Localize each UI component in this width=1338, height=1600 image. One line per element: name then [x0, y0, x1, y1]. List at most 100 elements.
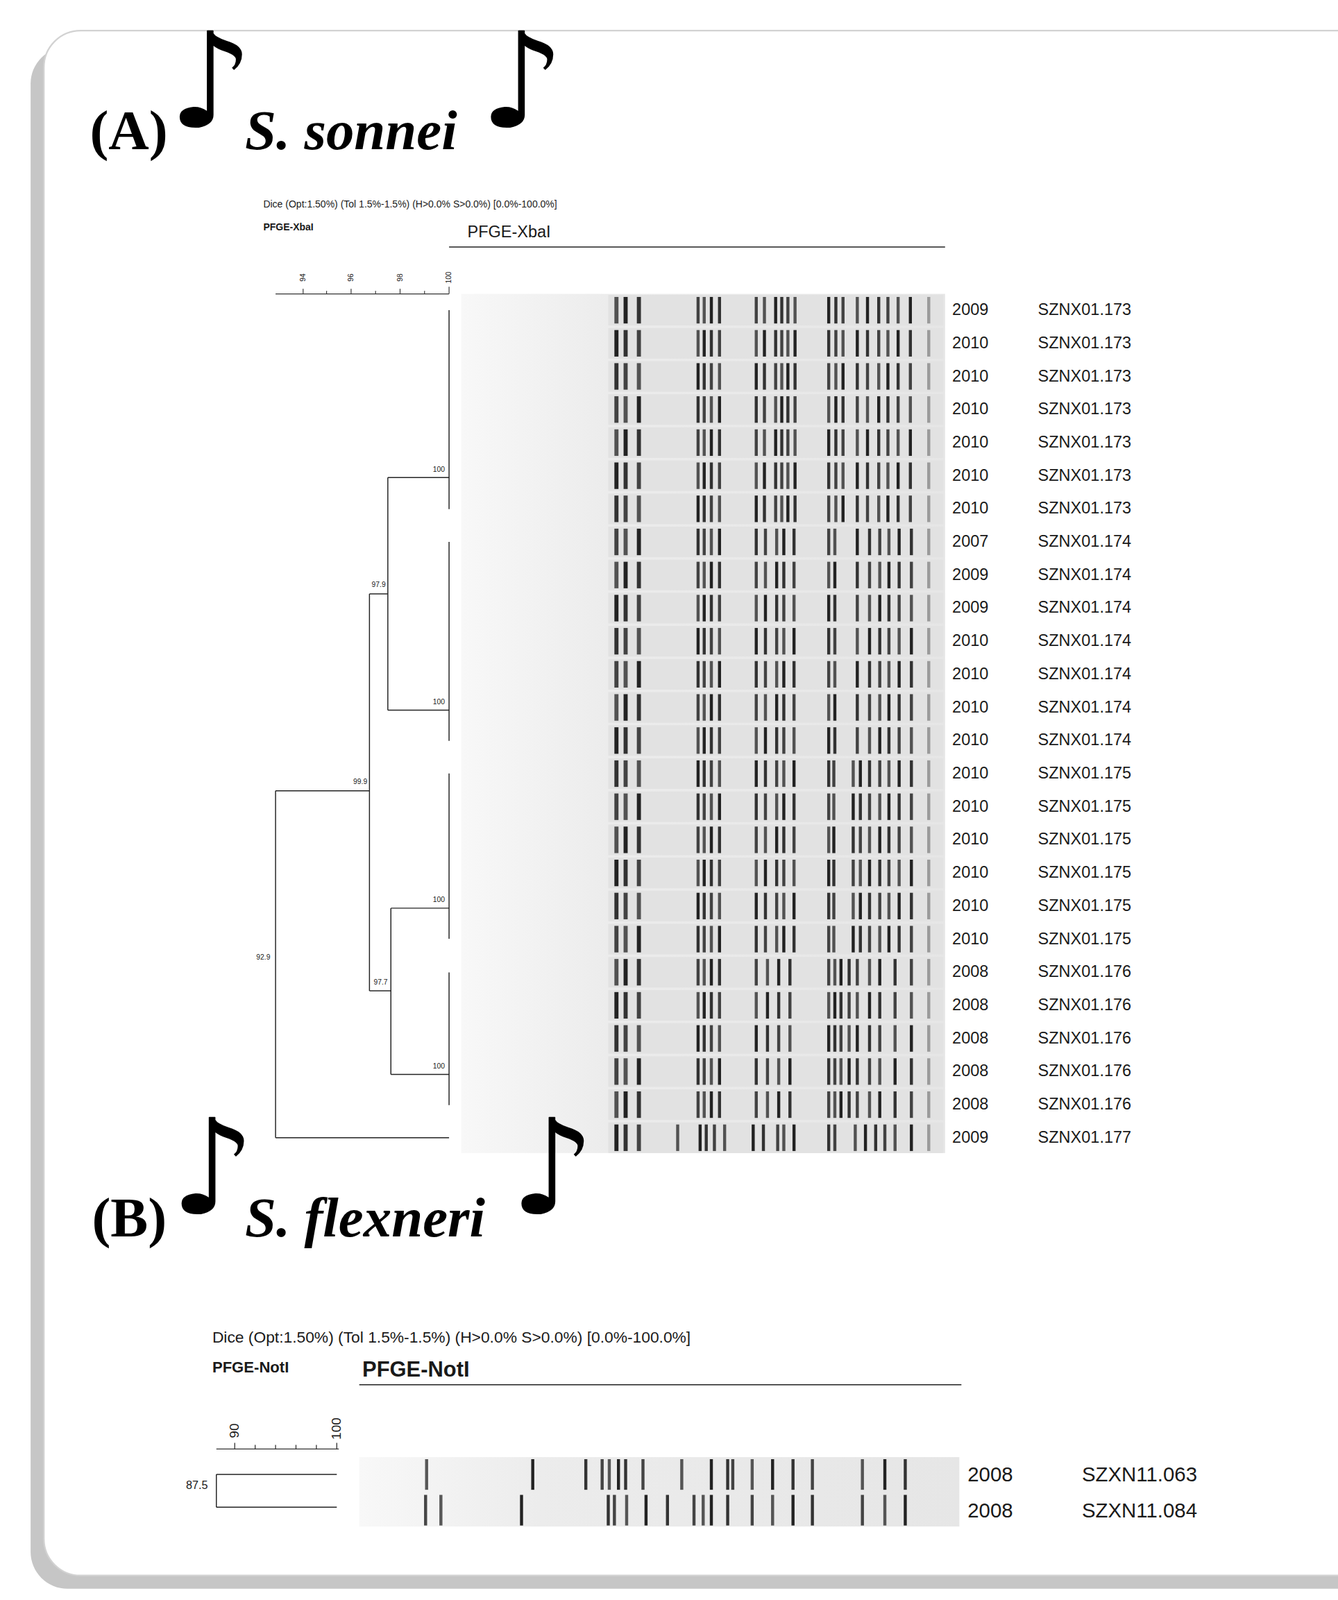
gel-band — [703, 826, 706, 853]
gel-band — [792, 859, 796, 887]
gel-band — [637, 893, 642, 920]
gel-band — [887, 727, 891, 754]
gel-band — [851, 859, 855, 887]
gel-band — [855, 330, 859, 357]
gel-band — [703, 495, 706, 522]
pulsotype-id: SZNX01.173 — [1038, 466, 1132, 486]
pulsotype-id: SZNX01.177 — [1038, 1128, 1132, 1148]
gel-band — [782, 859, 785, 887]
isolation-year: 2008 — [952, 1062, 989, 1082]
gel-band — [718, 661, 722, 688]
gel-band — [780, 297, 783, 324]
gel-band — [897, 826, 901, 853]
gel-band — [623, 727, 629, 754]
pulsotype-id-text: SZNX01.174 — [1038, 698, 1132, 717]
scale-tick: 96 — [346, 273, 356, 282]
gel-band — [623, 429, 629, 456]
gel-band — [718, 959, 722, 986]
gel-band — [764, 661, 767, 688]
gel-band — [623, 859, 629, 887]
gel-band — [909, 826, 913, 853]
gel-band — [827, 859, 831, 887]
isolation-year-text: 2010 — [952, 929, 989, 948]
gel-band — [762, 429, 766, 456]
gel-band — [792, 693, 796, 721]
gel-band — [832, 925, 835, 953]
gel-band — [777, 959, 781, 986]
gel-band — [762, 462, 766, 490]
pulsotype-id-text: SZNX01.175 — [1038, 764, 1132, 783]
gel-band — [755, 793, 758, 821]
gel-band — [725, 1459, 729, 1490]
gel-lane — [607, 394, 943, 425]
gel-lane — [607, 990, 943, 1021]
gel-band — [909, 859, 913, 887]
gel-band — [696, 1058, 700, 1085]
species-heading: S. flexneri — [244, 1185, 486, 1250]
gel-band — [877, 495, 880, 522]
gel-band — [827, 562, 831, 589]
panel-label: (B) — [91, 1185, 167, 1250]
gel-band — [755, 661, 758, 688]
gel-band — [834, 330, 837, 357]
gel-band — [782, 826, 785, 853]
gel-band — [703, 859, 706, 887]
gel-band — [623, 760, 629, 787]
gel-band — [834, 396, 837, 423]
gel-band — [909, 528, 913, 556]
gel-band — [637, 925, 642, 953]
pulsotype-id: SZNX01.176 — [1038, 1029, 1132, 1048]
gel-band — [623, 330, 629, 357]
gel-band — [893, 1025, 897, 1053]
gel-band — [614, 1124, 619, 1152]
gel-band — [623, 992, 629, 1019]
gel-band — [614, 760, 619, 787]
pulsotype-id-text: SZNX01.173 — [1038, 301, 1132, 320]
pulsotype-id: SZNX01.174 — [1038, 632, 1132, 651]
isolation-year: 2009 — [952, 1128, 989, 1148]
gel-band — [841, 429, 845, 456]
gel-band — [839, 1091, 843, 1119]
gel-band — [793, 462, 796, 490]
gel-lane — [607, 560, 943, 591]
gel-band — [859, 793, 862, 821]
gel-band — [827, 693, 831, 721]
gel-band — [718, 562, 722, 589]
gel-band — [709, 959, 713, 986]
gel-band — [709, 925, 713, 953]
gel-band — [827, 1124, 831, 1152]
gel-band — [637, 826, 642, 853]
gel-band — [612, 1495, 616, 1527]
gel-band — [868, 528, 871, 556]
isolation-year: 2007 — [952, 532, 989, 552]
gel-band — [782, 594, 785, 622]
gel-band — [637, 429, 642, 456]
gel-band — [827, 826, 831, 853]
gel-band — [425, 1459, 429, 1490]
gel-band — [827, 893, 831, 920]
gel-band — [637, 1058, 642, 1085]
gel-band — [927, 628, 930, 655]
pulsotype-id: SZNX01.175 — [1038, 830, 1132, 850]
similarity-value: 97.9 — [371, 580, 386, 590]
gel-band — [909, 362, 912, 390]
music-note-text: ♪ — [168, 4, 254, 159]
isolation-year: 2009 — [952, 598, 989, 618]
gel-band — [764, 562, 767, 589]
similarity-value-text: 100 — [433, 1062, 445, 1071]
gel-band — [793, 495, 796, 522]
gel-band — [623, 628, 629, 655]
gel-band — [833, 1058, 837, 1085]
gel-band — [623, 594, 629, 622]
pulsotype-id: SZNX01.173 — [1038, 433, 1132, 452]
gel-band — [696, 992, 700, 1019]
gel-band — [827, 727, 831, 754]
gel-band — [927, 1025, 930, 1053]
gel-band — [623, 1058, 629, 1085]
gel-band — [775, 893, 778, 920]
isolation-year: 2008 — [967, 1462, 1013, 1487]
gel-lane — [607, 1056, 943, 1087]
gel-band — [827, 429, 831, 456]
gel-band — [868, 1091, 871, 1119]
